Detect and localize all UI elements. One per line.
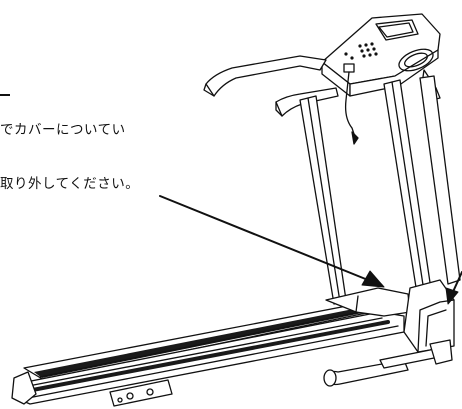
rear-roller-cap [11,371,37,405]
arrow-icon [159,195,385,288]
instruction-text-line-1: でカバーについてい [0,122,126,138]
speaker-grille [398,48,434,72]
arrow-icon [445,271,462,305]
safety-key-cord [344,71,357,141]
leader-dash [0,94,10,96]
running-deck [11,279,455,407]
uprights [299,75,461,305]
keypad [344,42,378,60]
display-window [375,19,419,41]
side-cover [109,379,173,407]
running-belt [34,303,392,378]
instruction-text-line-2: 取り外してください。 [0,176,140,192]
console-panel [321,13,441,145]
